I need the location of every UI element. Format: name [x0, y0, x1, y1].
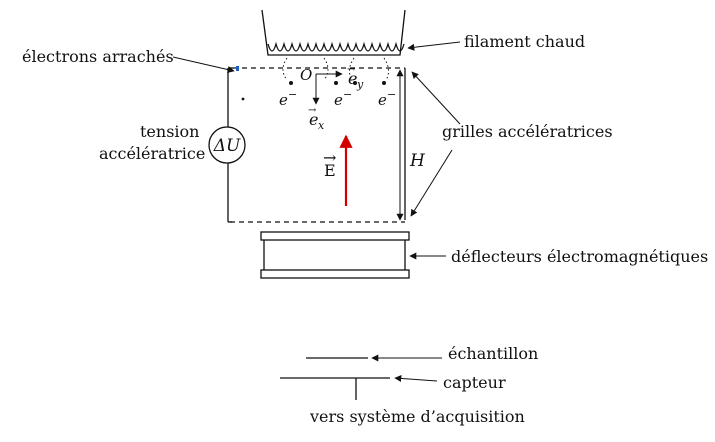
deflecteurs-label: déflecteurs électromagnétiques	[451, 247, 708, 266]
grilles-pointer-bottom	[410, 149, 453, 217]
circuit-wires	[227, 67, 406, 223]
electrons-pointer	[172, 56, 235, 74]
grilles-pointer-top	[411, 71, 461, 125]
electron-trajectories	[282, 57, 390, 81]
voltage-source	[208, 126, 246, 164]
tension-label-1: tension	[140, 122, 199, 141]
grilles-label: grilles accélératrices	[442, 122, 613, 141]
capteur-pointer	[394, 374, 438, 382]
ey-label: e y →	[347, 64, 364, 91]
svg-text:y: y	[356, 78, 364, 91]
height-h-label: H	[409, 151, 426, 171]
svg-text:−: −	[288, 88, 297, 101]
svg-text:x: x	[318, 119, 325, 132]
electrons-arraches-label: électrons arrachés	[22, 47, 174, 66]
capteur-label: capteur	[443, 373, 506, 392]
ex-label: e x →	[308, 105, 325, 132]
filament-housing	[261, 9, 406, 56]
svg-text:−: −	[343, 88, 352, 101]
grid-mark	[236, 66, 239, 71]
acquisition-label: vers système d’acquisition	[309, 407, 525, 426]
delta-u-symbol: ΔU	[213, 136, 241, 156]
origin-label: O	[300, 66, 312, 84]
deflecteurs	[260, 231, 410, 279]
svg-text:e: e	[378, 91, 387, 109]
svg-text:E: E	[324, 161, 336, 180]
electron-dot-3	[353, 81, 357, 85]
electron-dot-left	[241, 97, 245, 101]
electron-dot-4	[382, 81, 386, 85]
svg-text:e: e	[348, 69, 357, 88]
filament-pointer	[407, 41, 461, 51]
svg-text:−: −	[387, 88, 396, 101]
filament-label: filament chaud	[464, 32, 585, 51]
echantillon-label: échantillon	[448, 344, 538, 363]
electron-dot-2	[334, 81, 338, 85]
svg-text:→: →	[323, 148, 336, 167]
e-field-label: E →	[323, 148, 336, 180]
svg-text:e: e	[334, 91, 343, 109]
filament-coil	[267, 41, 405, 52]
electron-label-3: e −	[378, 88, 396, 109]
tension-label-2: accélératrice	[99, 144, 205, 163]
svg-text:→: →	[308, 105, 317, 116]
svg-text:e: e	[309, 110, 318, 129]
svg-text:e: e	[279, 91, 288, 109]
electron-label-2: e −	[334, 88, 352, 109]
electron-dot-1	[289, 81, 293, 85]
svg-text:→: →	[347, 64, 356, 75]
electron-label-1: e −	[279, 88, 297, 109]
